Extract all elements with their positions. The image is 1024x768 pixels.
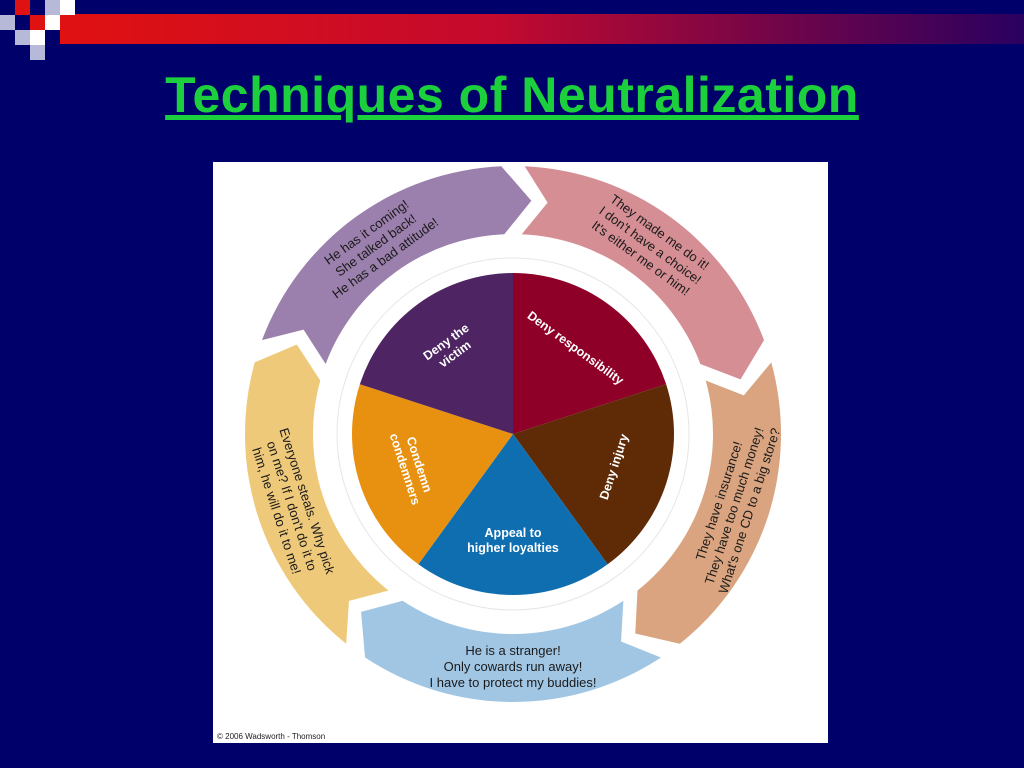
inner-ring-edge: [336, 257, 690, 611]
band-quote-loyalties: He is a stranger!Only cowards run away!I…: [430, 643, 597, 690]
wedge-loyalties: [418, 434, 608, 595]
arrow-band-victim: [261, 166, 532, 364]
arrow-band-loyalties: [361, 600, 661, 702]
copyright-credit: © 2006 Wadsworth - Thomson: [217, 732, 326, 741]
wedge-condemners: [352, 384, 513, 565]
slide-title: Techniques of Neutralization: [165, 67, 859, 123]
arrow-band-injury: [635, 362, 782, 644]
title-accent-bar: [0, 0, 1024, 60]
wedge-injury: [513, 384, 674, 565]
wedge-responsibility: [513, 273, 667, 434]
wedge-victim: [359, 272, 513, 434]
arrow-band-condemners: [244, 344, 389, 644]
arrow-band-responsibility: [521, 166, 765, 380]
